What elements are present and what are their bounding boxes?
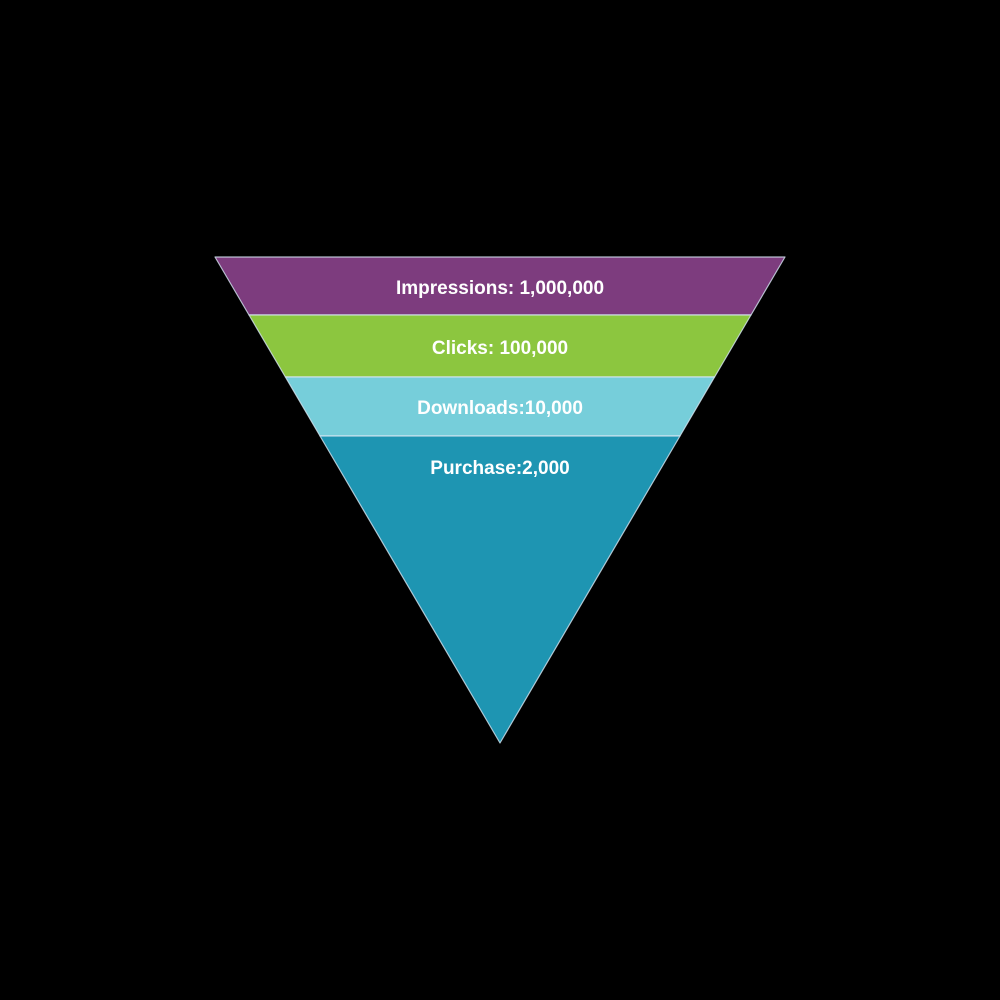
funnel-stages [214,256,786,744]
funnel-labels: Impressions: 1,000,000 Clicks: 100,000 D… [396,278,604,479]
funnel-label-downloads: Downloads:10,000 [417,398,583,419]
funnel-stage-purchase[interactable] [319,435,681,744]
funnel-label-impressions: Impressions: 1,000,000 [396,278,604,299]
funnel-label-clicks: Clicks: 100,000 [432,338,568,359]
funnel-label-purchase: Purchase:2,000 [430,458,569,479]
